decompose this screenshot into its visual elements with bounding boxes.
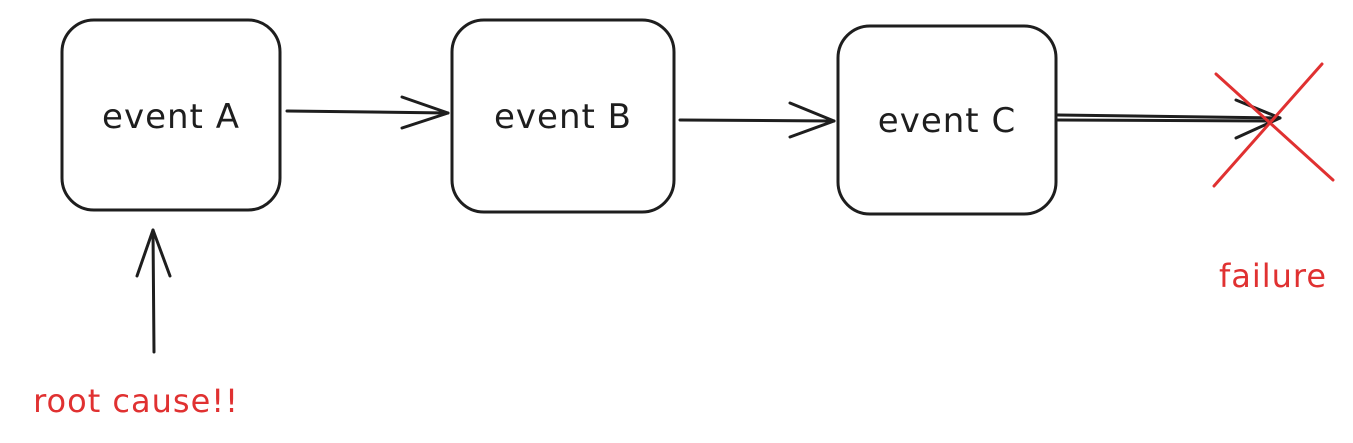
failure-label: failure xyxy=(1219,257,1327,295)
node-box-event-a xyxy=(60,18,282,212)
x-mark-icon xyxy=(1212,62,1335,188)
edge-c-to-failure xyxy=(1056,98,1282,140)
root-cause-label: root cause!! xyxy=(33,382,239,420)
node-box-event-b xyxy=(450,18,676,214)
edge-a-to-b xyxy=(285,95,450,130)
node-event-b: event B xyxy=(450,18,676,214)
edge-root-cause-to-a xyxy=(135,228,172,354)
node-box-event-c xyxy=(836,24,1058,216)
node-event-a: event A xyxy=(60,18,282,212)
node-label-event-a: event A xyxy=(102,97,240,137)
node-label-event-c: event C xyxy=(878,101,1016,141)
node-label-event-b: event B xyxy=(494,97,632,137)
node-event-c: event C xyxy=(836,24,1058,216)
edge-b-to-c xyxy=(678,101,836,139)
